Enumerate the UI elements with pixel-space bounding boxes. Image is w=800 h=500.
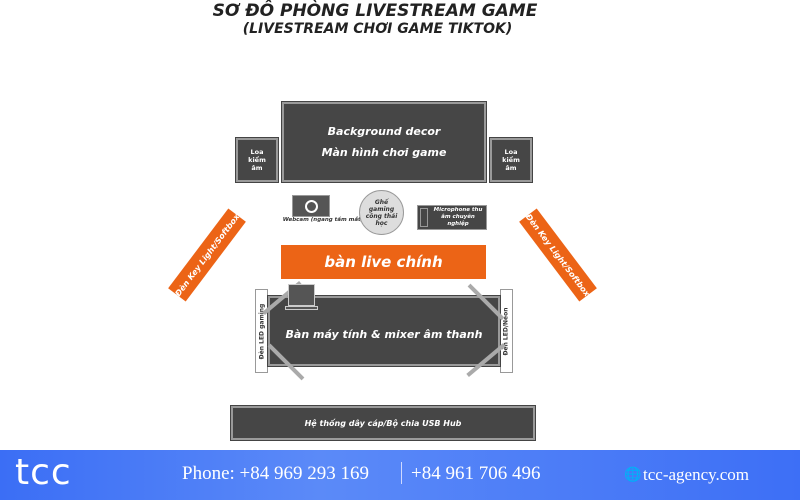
website-link[interactable]: tcc-agency.com xyxy=(643,465,750,484)
logo: tcc xyxy=(15,452,72,493)
computer-desk-label: Bàn máy tính & mixer âm thanh xyxy=(285,327,483,341)
speaker-left: Loa kiểm âm xyxy=(235,137,279,183)
led-strip-left: Đèn LED gaming xyxy=(255,289,268,373)
key-light-left: Đèn Key Light/Softbox xyxy=(168,208,246,302)
gaming-chair: Ghế gaming công thái học xyxy=(359,190,404,235)
phone-1: Phone: +84 969 293 169 xyxy=(182,463,369,484)
microphone-icon xyxy=(420,208,428,227)
main-live-desk: bàn live chính xyxy=(281,245,486,279)
footer-banner: tcc Phone: +84 969 293 169 +84 961 706 4… xyxy=(0,450,800,500)
led-strip-right: Đèn LED/Neon xyxy=(500,289,513,373)
webcam-label: Webcam (ngang tầm mắt) xyxy=(282,217,364,223)
title-line-1: SƠ ĐỒ PHÒNG LIVESTREAM GAME xyxy=(212,1,538,21)
screen-label: Màn hình chơi game xyxy=(321,146,447,159)
title-line-2: (LIVESTREAM CHƠI GAME TIKTOK) xyxy=(242,21,513,37)
backdrop-label: Background decor xyxy=(327,125,441,138)
speaker-right: Loa kiểm âm xyxy=(489,137,533,183)
key-light-right: Đèn Key Light/Softbox xyxy=(519,208,597,302)
phone-2: +84 961 706 496 xyxy=(411,463,541,484)
chair-label: Ghế gaming công thái học xyxy=(365,198,398,227)
led-right-label: Đèn LED/Neon xyxy=(503,306,511,356)
cable-hub: Hệ thống dây cáp/Bộ chia USB Hub xyxy=(230,405,536,441)
microphone-label: Microphone thu âm chuyên nghiệp xyxy=(433,207,483,227)
laptop-icon xyxy=(285,284,318,312)
webcam-icon xyxy=(292,195,330,217)
game-screen-backdrop: Background decor Màn hình chơi game xyxy=(281,101,487,183)
microphone: Microphone thu âm chuyên nghiệp xyxy=(417,205,487,230)
divider xyxy=(401,462,402,484)
globe-icon: 🌐 xyxy=(624,467,642,483)
